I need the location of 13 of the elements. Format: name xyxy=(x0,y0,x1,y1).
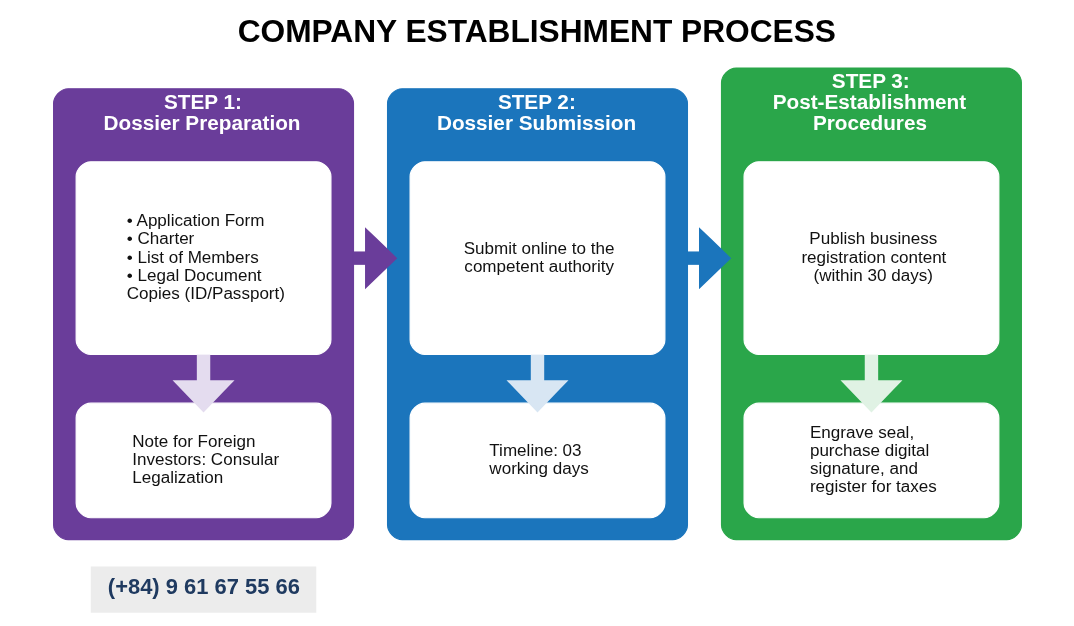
arrow xyxy=(506,354,568,413)
node-box: Note for Foreign Investors: Consular Legalization xyxy=(75,402,332,519)
arrow xyxy=(839,354,902,413)
diagram-title: COMPANY ESTABLISHMENT PROCESS xyxy=(237,13,836,50)
node-box: Publish business registration content (within 30 days) xyxy=(743,161,999,356)
node-box: Submit online to the competent authority xyxy=(409,161,665,356)
node-box: Timeline: 03 working days xyxy=(409,402,665,519)
arrow xyxy=(172,354,235,413)
node-box: Engrave seal, purchase digital signature, and register for taxes xyxy=(743,402,999,519)
arrow xyxy=(352,227,397,290)
arrow xyxy=(686,227,731,290)
node-box: • Application Form • Charter • List of Members • Legal Document Copies (ID/Passport) xyxy=(75,161,332,356)
label: (+84) 9 61 67 55 66 xyxy=(107,573,300,599)
